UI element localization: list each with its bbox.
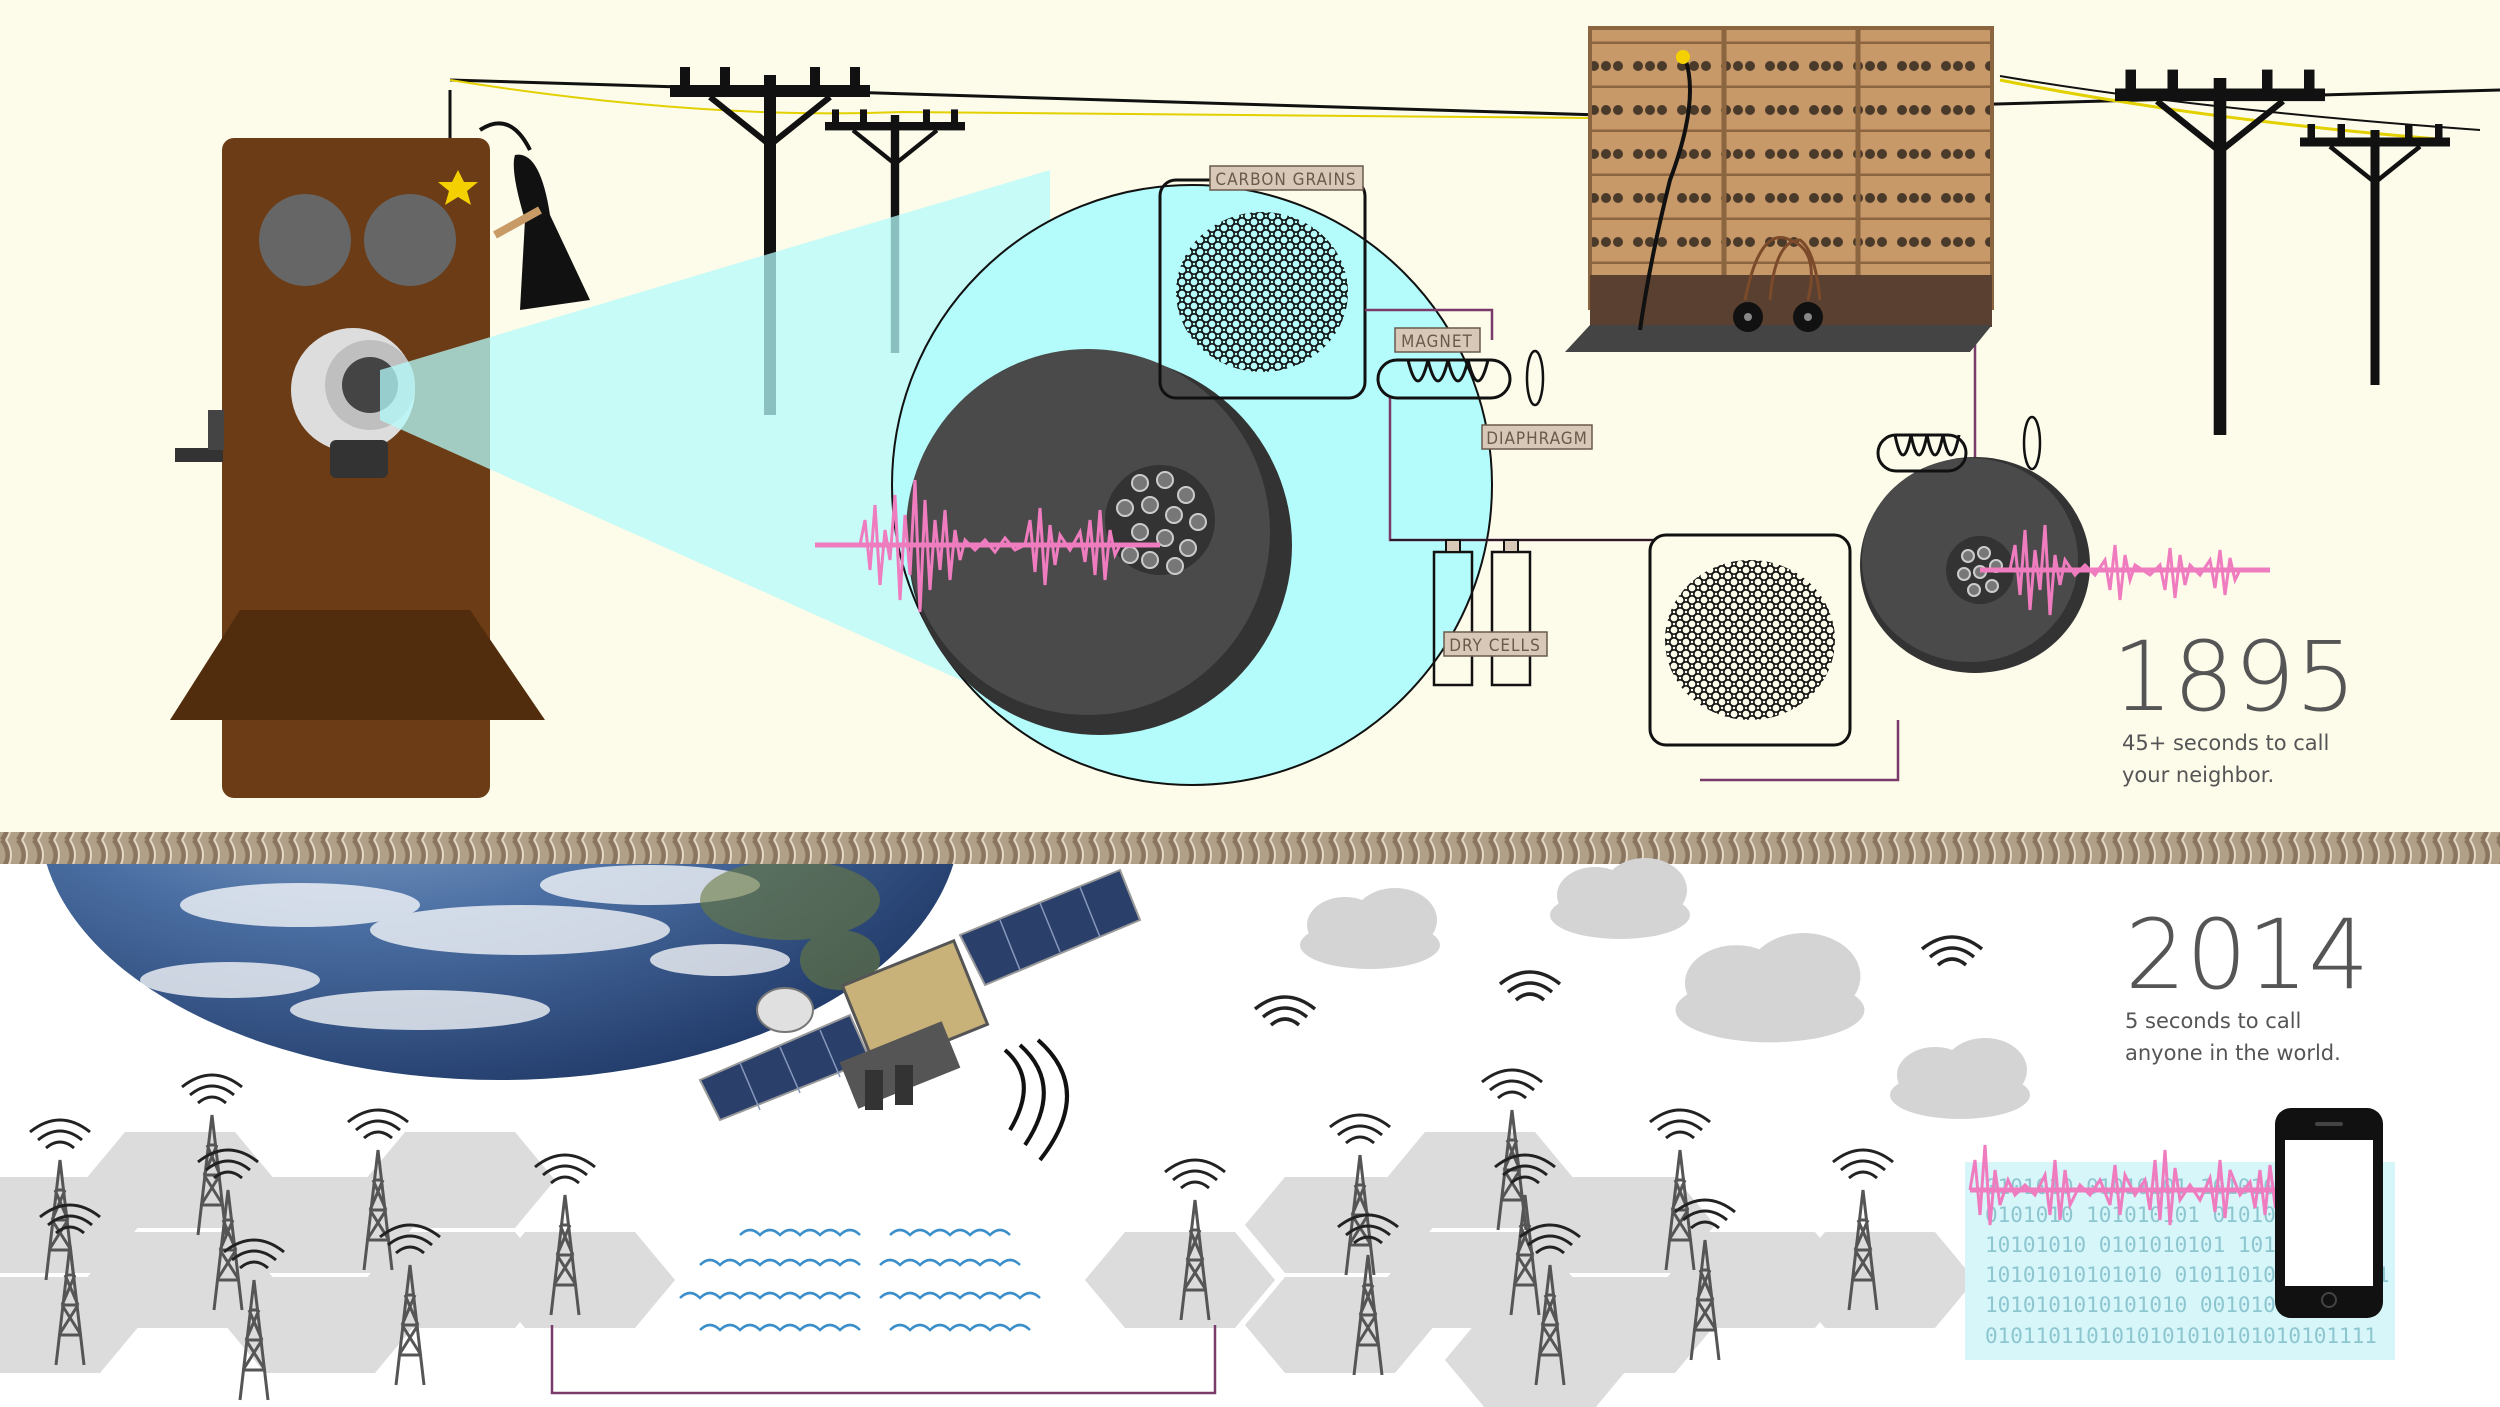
smartphone-icon [2275,1108,2383,1318]
carbon-grains-label: CARBON GRAINS [1209,165,1364,191]
svg-text:DRY CELLS: DRY CELLS [1449,636,1541,656]
cloud-icon [1300,858,2030,1119]
binary-line: 0101010 101010101 0101010 [1985,1203,2301,1227]
svg-text:CARBON GRAINS: CARBON GRAINS [1215,170,1356,190]
magnet-coil [1376,349,1545,407]
dry-cells-label: DRY CELLS [1443,631,1548,657]
magnify-beam [380,170,1050,720]
binary-line: 0101010 01010101 1010101 [1985,1175,2288,1199]
era-2014-block: 2014 5 seconds to call anyone in the wor… [2125,899,2369,1065]
era-1895-block: 1895 45+ seconds to call your neighbor. [2112,621,2356,787]
sound-wave-left [815,479,1160,613]
hand-crank-telephone-icon [170,121,590,798]
era-1895-caption-line2: your neighbor. [2122,763,2274,787]
dry-cells [1432,539,1532,687]
binary-line: 0101101101010101010101010101111 [1985,1324,2377,1348]
svg-text:DIAPHRAGM: DIAPHRAGM [1486,429,1588,449]
binary-line: 1010101010101010 001010101 [1985,1293,2314,1317]
magnet-label: MAGNET [1394,327,1481,353]
sound-wave-digital [1968,1144,2290,1226]
sound-wave-right [1980,524,2270,616]
year-2014: 2014 [2125,899,2369,1011]
ocean-waves [679,1228,1041,1332]
undersea-cable [550,1325,1217,1395]
diaphragm-label: DIAPHRAGM [1481,424,1593,450]
earth-icon [45,858,955,1080]
switchboard-icon [1565,26,1994,352]
binary-line: 10101010 0101010101 1011010 [1985,1233,2326,1257]
svg-text:MAGNET: MAGNET [1401,332,1473,352]
coiled-cord-icon [0,832,2500,864]
satellite-icon [698,868,1142,1162]
era-2014-caption-line1: 5 seconds to call [2125,1009,2301,1033]
carbon-grains-chamber-2 [1648,533,1852,747]
era-1895-caption-line1: 45+ seconds to call [2122,731,2329,755]
era-2014-caption-line2: anyone in the world. [2125,1041,2341,1065]
receiver-diaphragm-2 [1860,415,2090,673]
year-1895: 1895 [2112,621,2356,733]
